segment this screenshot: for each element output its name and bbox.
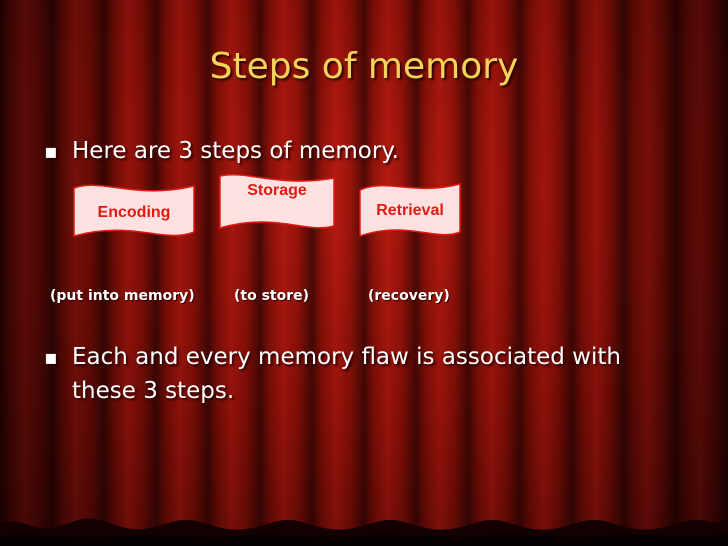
bullet-text: Here are 3 steps of memory. — [72, 138, 399, 164]
bullet-item: ▪ Each and every memory flaw is associat… — [44, 340, 684, 410]
step-banner-storage: Storage — [218, 172, 336, 236]
step-label: Storage — [247, 182, 307, 199]
wave-banner-icon — [73, 184, 195, 237]
bullet-icon: ▪ — [44, 139, 58, 163]
curtain-valance — [0, 518, 728, 546]
bullet-icon: ▪ — [44, 345, 58, 369]
step-note: (to store) — [234, 288, 310, 304]
step-note: (recovery) — [368, 288, 450, 304]
slide-title: Steps of memory — [209, 46, 519, 87]
wave-banner-icon — [219, 174, 335, 229]
step-note: (put into memory) — [50, 288, 195, 304]
step-label: Retrieval — [376, 202, 444, 219]
bullet-item: ▪ Here are 3 steps of memory. — [44, 134, 644, 168]
step-banner-retrieval: Retrieval — [358, 180, 462, 242]
step-banner-encoding: Encoding — [72, 182, 196, 244]
step-label: Encoding — [97, 204, 171, 221]
bullet-text: Each and every memory flaw is associated… — [72, 344, 621, 404]
wave-banner-icon — [359, 183, 461, 238]
